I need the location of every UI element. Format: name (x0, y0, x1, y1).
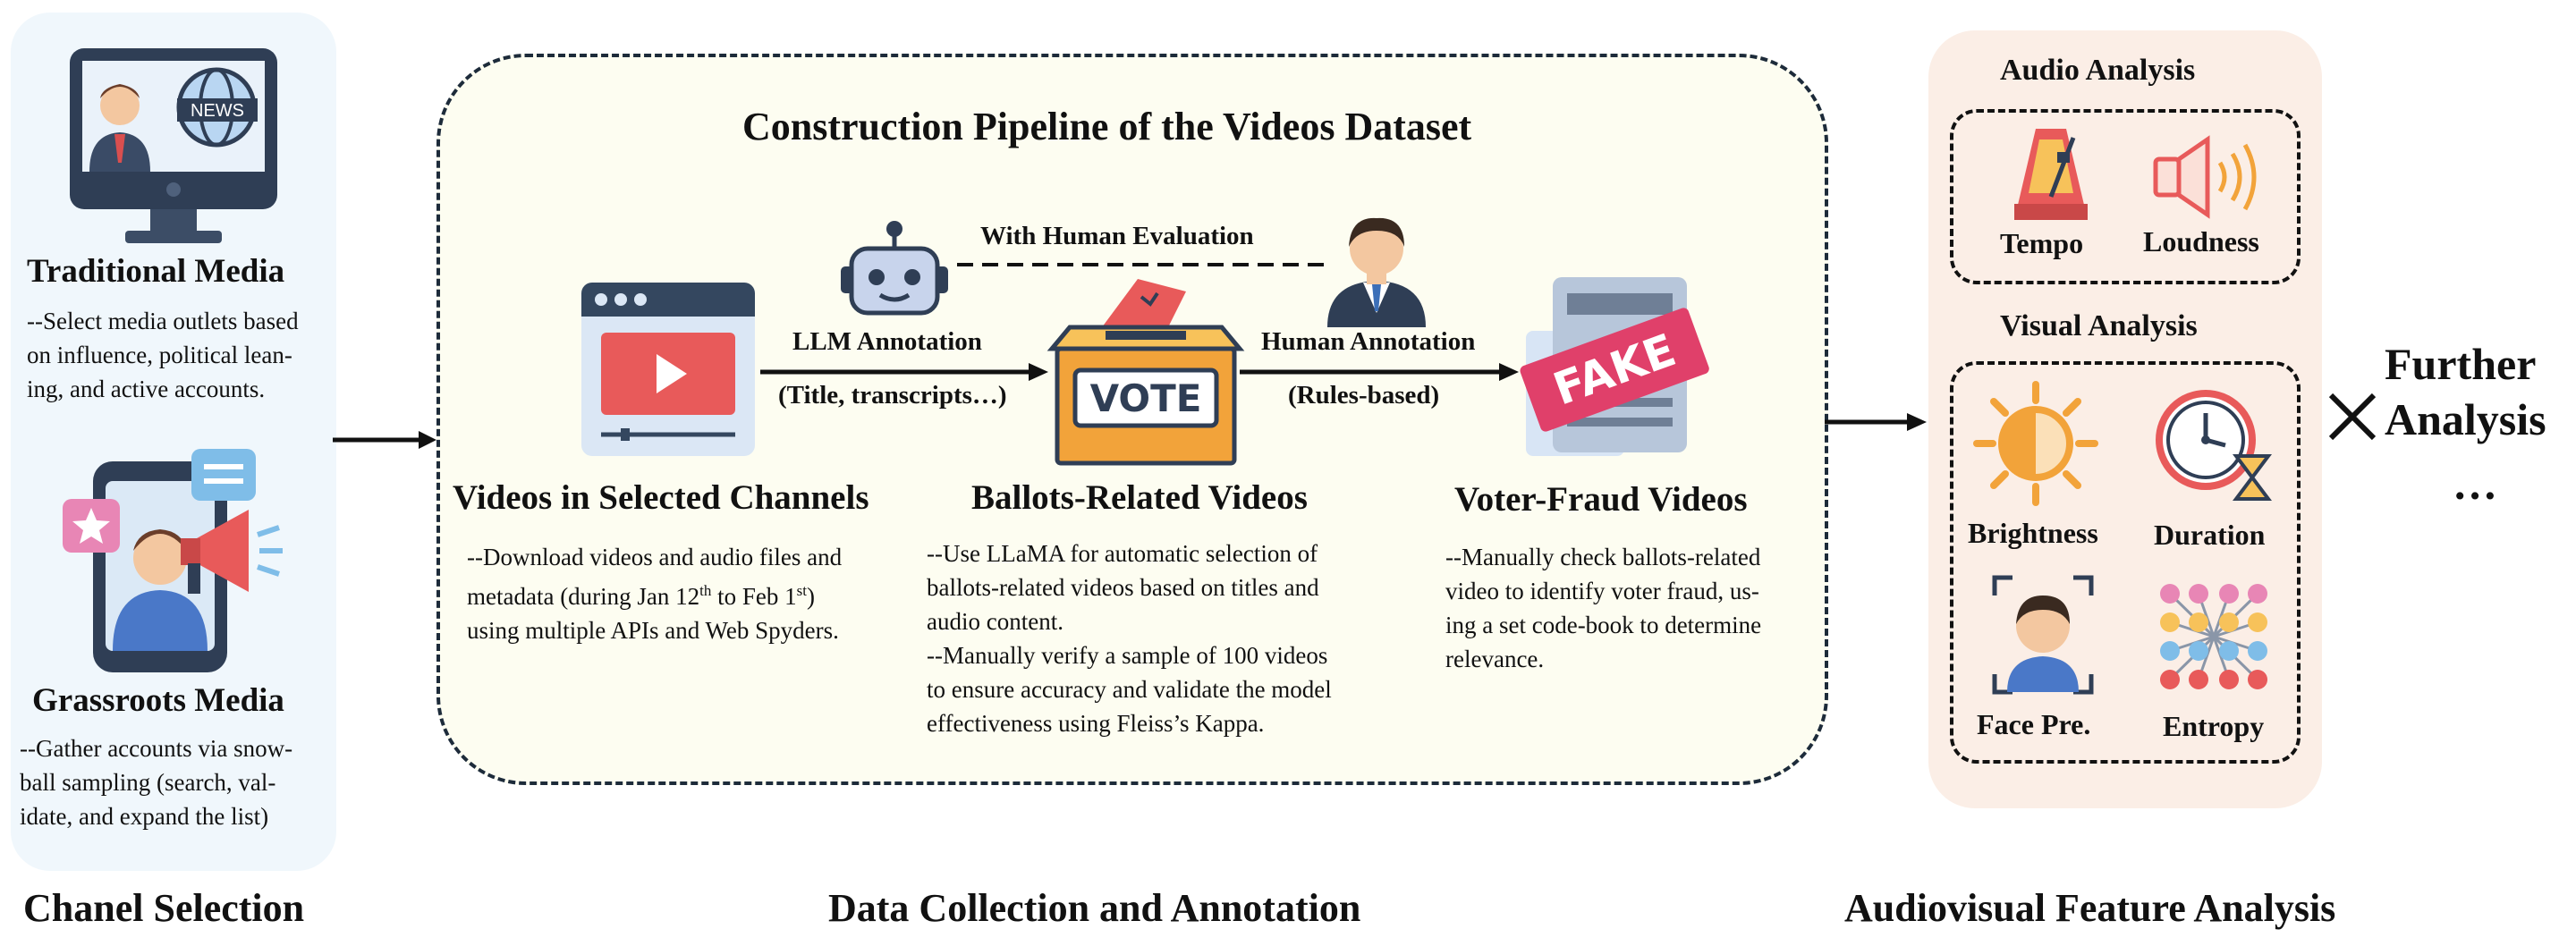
llm-annotation-label: LLM Annotation (792, 327, 982, 356)
grassroots-phone-icon (63, 449, 283, 672)
pipeline-title: Construction Pipeline of the Videos Data… (742, 105, 1472, 148)
audio-analysis-title: Audio Analysis (2000, 54, 2196, 87)
stage1-desc: --Download videos and audio files and me… (467, 544, 843, 644)
video-player-icon (581, 283, 755, 456)
grassroots-media-title: Grassroots Media (32, 682, 284, 719)
section-label-right: Audiovisual Feature Analysis (1844, 886, 2336, 930)
grassroots-media-desc: --Gather accounts via snow- ball samplin… (20, 735, 293, 830)
further-analysis-label: Further Analysis (2385, 339, 2546, 444)
arrow-left-to-middle (333, 431, 436, 449)
duration-label: Duration (2154, 519, 2266, 551)
arrow-human-annotation (1240, 363, 1519, 381)
audio-analysis-box (1950, 109, 2301, 284)
ballot-box-icon: VOTE (1046, 279, 1245, 466)
annotator-person-icon (1327, 217, 1426, 327)
loudness-label: Loudness (2143, 225, 2259, 258)
metronome-icon (2014, 129, 2088, 220)
tempo-label: Tempo (2000, 227, 2084, 259)
human-evaluation-label: With Human Evaluation (980, 222, 1254, 250)
human-annotation-sub: (Rules-based) (1288, 381, 1440, 410)
section-label-middle: Data Collection and Annotation (828, 886, 1361, 930)
human-evaluation-link (957, 263, 1324, 266)
stage2-title: Ballots-Related Videos (971, 478, 1308, 517)
news-label: NEWS (191, 101, 244, 121)
human-annotation-label: Human Annotation (1261, 327, 1476, 356)
entropy-network-icon (2160, 584, 2267, 689)
traditional-media-title: Traditional Media (27, 253, 285, 290)
further-ellipsis: … (2453, 459, 2497, 509)
brightness-label: Brightness (1968, 517, 2098, 549)
duration-clock-icon (2156, 390, 2272, 501)
cross-icon (2328, 393, 2377, 441)
visual-analysis-title: Visual Analysis (2000, 309, 2198, 342)
traditional-media-desc: --Select media outlets based on influenc… (27, 308, 299, 402)
llm-annotation-sub: (Title, transcripts…) (778, 381, 1007, 410)
entropy-label: Entropy (2163, 710, 2265, 742)
stage2-desc: --Use LLaMA for automatic selection of b… (927, 540, 1332, 737)
stage1-title: Videos in Selected Channels (453, 478, 869, 517)
arrow-middle-to-right (1825, 413, 1927, 431)
fake-news-icon: FAKE (1520, 277, 1709, 456)
news-monitor-icon: NEWS (70, 48, 277, 243)
stage3-desc: --Manually check ballots-related video t… (1445, 544, 1762, 672)
brightness-icon (1973, 381, 2098, 506)
loudness-speaker-icon (2153, 135, 2257, 219)
face-presence-label: Face Pre. (1977, 708, 2091, 740)
face-detection-icon (1992, 575, 2094, 695)
visual-analysis-box (1950, 361, 2301, 764)
robot-icon (841, 221, 948, 316)
stage3-title: Voter-Fraud Videos (1454, 480, 1748, 519)
vote-label: VOTE (1090, 376, 1202, 420)
section-label-left: Chanel Selection (23, 886, 305, 930)
arrow-llm-annotation (760, 363, 1048, 381)
